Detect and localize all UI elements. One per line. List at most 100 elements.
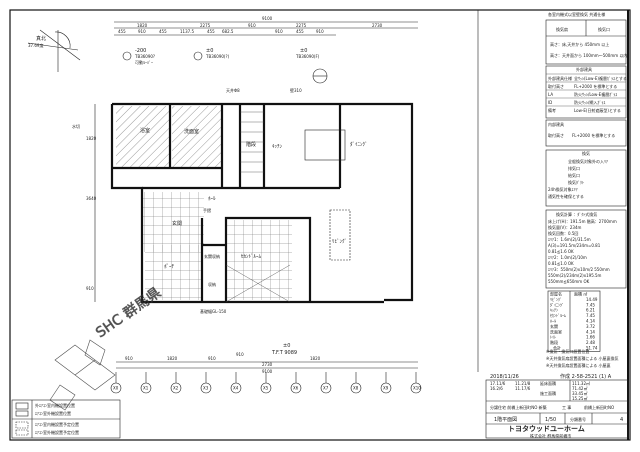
grid-label: X6 [293, 386, 299, 391]
page-number: 4 [620, 417, 623, 423]
grid-bubble [230, 382, 242, 394]
room-label-porch: ﾎﾟｰﾁ [164, 263, 175, 270]
work-name: 前橋上新田町NO [584, 404, 614, 410]
fittings-title: 外部建具 [576, 66, 592, 72]
revision-cell: 111.32㎡ [572, 380, 590, 386]
internal-value: FL+2000 を標準とする [572, 132, 615, 138]
room-label-entrance-storage: 玄関収納 [204, 253, 220, 259]
drawing-scale: 1/50 [545, 417, 556, 423]
level-code: TB36090(F) [295, 54, 320, 59]
dim: 455 [159, 29, 167, 34]
revision-cell: 延床面積 [540, 380, 556, 386]
area-value: 2.48 [586, 340, 595, 345]
calc-line: 550m(2)/234m(2)x195.5m [548, 273, 602, 278]
revision-cell: 33.45㎡ [572, 390, 587, 396]
area-value: 1.66 [586, 335, 595, 340]
symbol-label: 換気口 [598, 26, 610, 32]
legend-item: ｴｱｺﾝ室内機設置予定位置 [35, 421, 79, 427]
dim-total: 9100 [262, 369, 273, 374]
plan-note: 手摺 [203, 207, 211, 213]
fitting-label: ID [548, 100, 552, 105]
plan-note: 基礎幅GL-150 [200, 308, 227, 314]
area-header: 部屋名 [550, 291, 562, 297]
grid-label: X8 [353, 386, 359, 391]
vent-item: 排気口 [568, 165, 580, 171]
side-panel-title: 各室内機式以室壁換気 共通仕様 [548, 11, 605, 17]
dim: 2730 [262, 362, 273, 367]
side-footer: ※換気・換気口設置位置 ※天井換気扇設置面積による 小屋裏換気 ※天井換気扇設置… [546, 348, 619, 368]
room-label-stairs: 階段 [246, 141, 256, 148]
area-table-frame [547, 290, 601, 352]
vent-item: 給気口 [568, 172, 580, 178]
grid-bubble [260, 382, 272, 394]
calc-line: 床上げ(H)：191.5m 階高：2700mm [548, 218, 617, 224]
grid-label: X2 [173, 386, 179, 391]
plan-note: 壁310 [290, 87, 302, 93]
area-value: 6.21 [586, 308, 595, 313]
footer-note: ※換気・換気口設置位置 [546, 348, 589, 354]
grid-label: X1 [143, 386, 149, 391]
company-logo-text: トヨタウッドユーホーム [508, 424, 585, 433]
calc-line: 0.81≦1.0 OK [548, 261, 574, 266]
area-value: 14.49 [586, 297, 598, 302]
revision-cell: 17.11/6 [490, 381, 506, 386]
revision-cell: 71.42㎡ [572, 385, 587, 391]
dim: 910 [248, 23, 256, 28]
room-label-bath: 浴室 [140, 127, 150, 134]
watermark-text: SHC 群馬県 [93, 285, 164, 341]
area-room: ｾｶﾝﾄﾞﾙｰﾑ [550, 313, 566, 318]
area-value: 4.14 [586, 329, 595, 334]
drawing-date: 2018/11/26 [490, 374, 519, 380]
dim: 1820 [86, 136, 97, 141]
dim: 2275 [296, 23, 307, 28]
room-label-hall: ﾎｰﾙ [208, 196, 216, 202]
dim: 1820 [137, 23, 148, 28]
fitting-label: 外部建具仕様 [548, 75, 572, 81]
area-room: ﾀﾞｲﾆﾝｸﾞ [550, 301, 564, 307]
calc-line: ｴﾘｱ3：550m(2)x10m/2 550mm [548, 267, 610, 272]
dim: 910 [316, 29, 324, 34]
side-note: 高さ：床,天井から 450mm 以上 [550, 41, 609, 47]
grid-label: X3 [203, 386, 209, 391]
revision-cell: 施工面積 [540, 390, 556, 396]
dim: 910 [125, 356, 133, 361]
level-value: ±0 [283, 343, 290, 349]
document-number: 作成 2-58-2521 (1) A [560, 373, 612, 380]
fitting-value: Low-E(日射遮蔽型)とする [574, 107, 621, 113]
grid-bubble [200, 382, 212, 394]
fitting-label: LA [548, 92, 553, 97]
level-code: TB36090(?) [205, 54, 230, 59]
area-room: 玄関 [550, 323, 558, 329]
dim: 2275 [200, 23, 211, 28]
area-room: 洗面室 [550, 328, 562, 334]
dim: 1820 [167, 356, 178, 361]
area-room: ﾎｰﾙ [550, 319, 556, 324]
dim: 3640 [86, 196, 97, 201]
dim: 682.5 [222, 29, 234, 34]
grid-label: X10 [413, 386, 421, 391]
grid-bubble [290, 382, 302, 394]
dim: 455 [118, 29, 126, 34]
calc-title: 換気計算 ：ﾀﾞｸﾄ式換気 [556, 211, 597, 217]
grid-bubble [410, 382, 422, 394]
area-value: 3.72 [586, 324, 595, 329]
internal-label: 取付高さ [548, 132, 564, 138]
plan-note: 天井Φ8 [226, 87, 240, 93]
calc-line: 換気量(V)：234m [548, 224, 581, 230]
grid-label: X0 [113, 386, 119, 391]
top-dimensions: 9100 1820 2275 910 2275 2730 455 910 455… [114, 16, 418, 36]
area-value: 7.45 [586, 302, 595, 307]
room-label-living: ﾘﾋﾞﾝｸﾞ [332, 238, 347, 245]
room-label-second-room: ｾｶﾝﾄﾞﾙｰﾑ [241, 253, 262, 260]
calc-box [545, 209, 627, 289]
grid-label: X7 [323, 386, 329, 391]
fitting-value: 全ｻｯｼ(Low-E)複層ｶﾞﾗｽとする [574, 75, 627, 81]
dim: 455 [296, 29, 304, 34]
dim: 2730 [372, 23, 383, 28]
room-label-storage: 収納 [208, 281, 216, 287]
north-arrow: 真北 37.69度 [27, 29, 81, 72]
dim: 910 [86, 286, 94, 291]
